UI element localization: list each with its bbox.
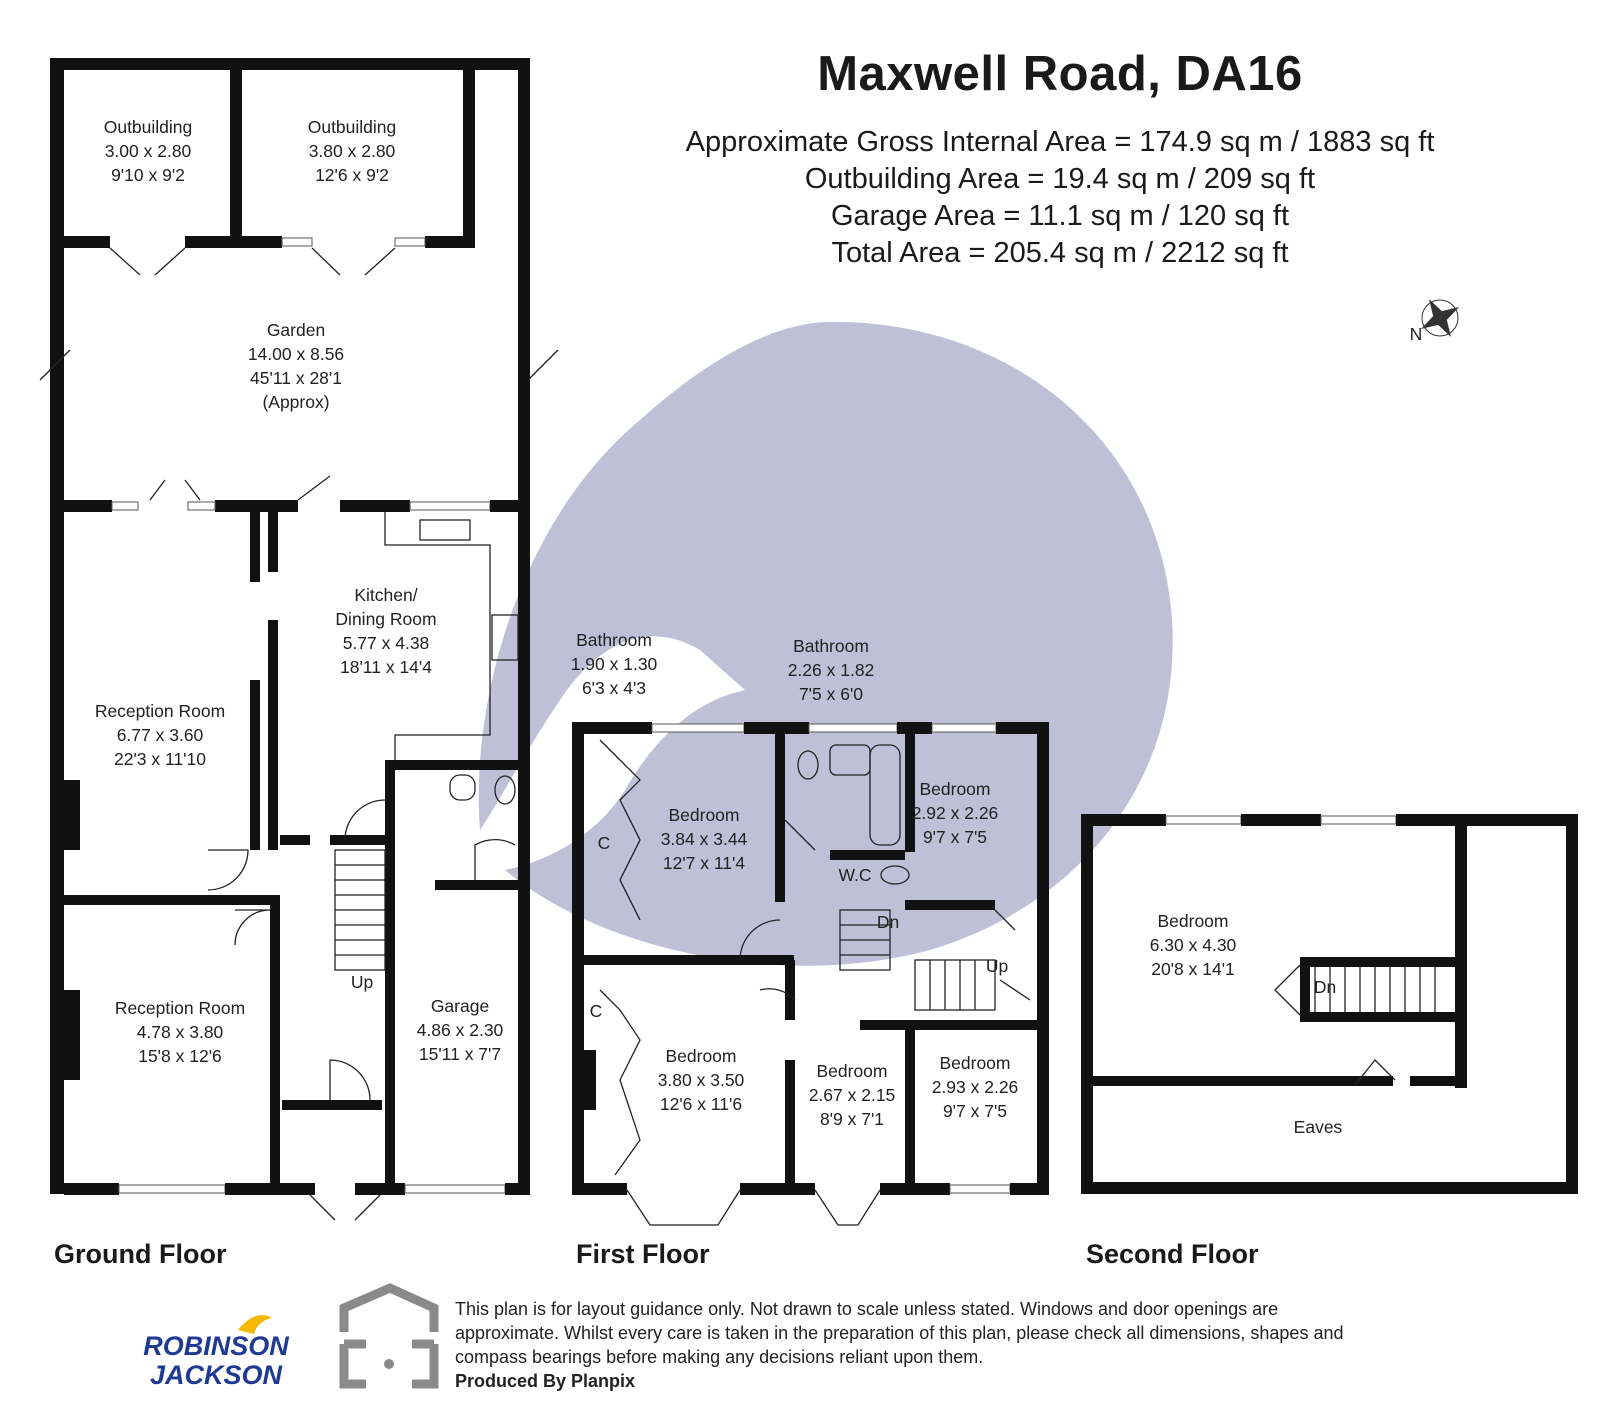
robinson-jackson-logo: ROBINSON JACKSON (143, 1315, 289, 1390)
disclaimer-text: This plan is for layout guidance only. N… (455, 1299, 1344, 1367)
planpix-logo (339, 1283, 439, 1389)
label-up-first: Up (986, 956, 1008, 976)
first-floor-label: First Floor (576, 1239, 710, 1269)
produced-by: Produced By Planpix (455, 1371, 636, 1391)
disclaimer: This plan is for layout guidance only. N… (455, 1297, 1365, 1393)
page-title: Maxwell Road, DA16 (817, 47, 1303, 101)
compass-label: N (1410, 324, 1423, 344)
area-line-outbuilding: Outbuilding Area = 19.4 sq m / 209 sq ft (804, 163, 1316, 195)
label-wc: W.C (838, 865, 871, 885)
ground-floor-plan (39, 58, 559, 1221)
svg-text:JACKSON: JACKSON (150, 1360, 283, 1390)
area-line-gross: Approximate Gross Internal Area = 174.9 … (685, 126, 1435, 158)
second-floor-plan (1081, 814, 1578, 1194)
area-line-total: Total Area = 205.4 sq m / 2212 sq ft (831, 237, 1289, 269)
label-up-ground: Up (351, 972, 373, 992)
header: Maxwell Road, DA16 Approximate Gross Int… (640, 46, 1480, 272)
first-floor-plan (572, 722, 1049, 1226)
label-cupboard-b: C (590, 1001, 603, 1021)
area-line-garage: Garage Area = 11.1 sq m / 120 sq ft (830, 200, 1290, 232)
label-eaves: Eaves (1294, 1117, 1343, 1137)
label-dn-second: Dn (1314, 977, 1336, 997)
svg-text:ROBINSON: ROBINSON (143, 1331, 289, 1361)
watermark-logo (478, 321, 1173, 966)
label-cupboard-a: C (598, 833, 611, 853)
label-dn-first: Dn (877, 912, 899, 932)
compass-icon (1420, 298, 1460, 338)
second-floor-label: Second Floor (1086, 1239, 1259, 1269)
ground-floor-label: Ground Floor (54, 1239, 227, 1269)
